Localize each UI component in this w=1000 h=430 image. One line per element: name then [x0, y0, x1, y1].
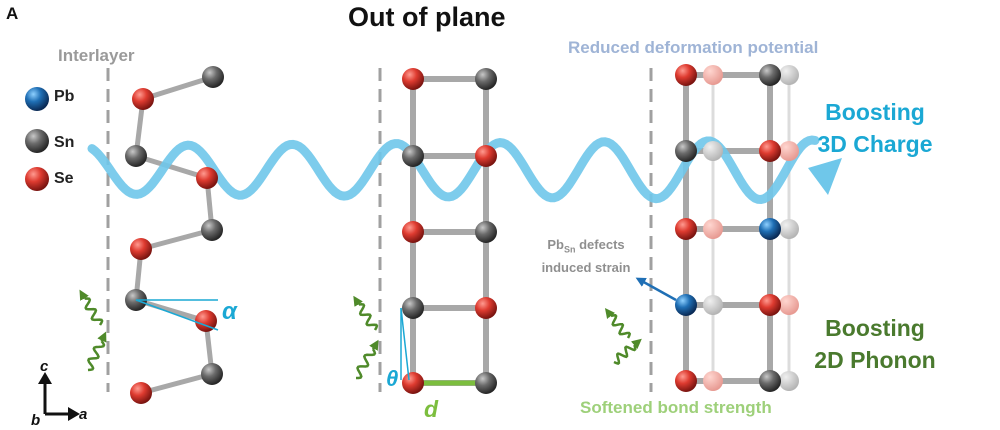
- ghost-se-atom: [703, 65, 723, 85]
- axis-a-label: a: [79, 406, 88, 423]
- phonon-arrow-2a-head: [353, 295, 363, 307]
- se-atom: [402, 221, 424, 243]
- interlayer-dashed-lines: [106, 68, 653, 392]
- bond: [138, 371, 215, 396]
- sn-atom: [475, 68, 497, 90]
- sn-atom: [201, 219, 223, 241]
- sn-atom: [759, 370, 781, 392]
- boosting-3d-line1: Boosting: [825, 99, 925, 125]
- sn-atom: [125, 145, 147, 167]
- phonon-arrow-1b-head: [97, 331, 107, 343]
- se-atom: [759, 140, 781, 162]
- annotation-layer: [38, 277, 677, 421]
- se-atom: [130, 382, 152, 404]
- phonon-arrow-2b-head: [369, 339, 379, 351]
- se-atom: [675, 370, 697, 392]
- sn-atom: [201, 363, 223, 385]
- bond: [138, 227, 215, 252]
- sn-atom: [475, 372, 497, 394]
- atom-layer: [25, 64, 799, 404]
- phonon-arrow-3a-head: [604, 308, 616, 320]
- phonon-arrow-3b-head: [630, 338, 642, 350]
- ghost-sn-atom: [703, 295, 723, 315]
- se-atom: [132, 88, 154, 110]
- axis-a-arrowhead: [68, 407, 80, 421]
- se-atom: [402, 372, 424, 394]
- defect-sub: Sn: [563, 244, 576, 255]
- boosting-3d-charge-label: Boosting 3D Charge: [790, 96, 960, 160]
- bond: [133, 153, 210, 181]
- se-atom: [475, 297, 497, 319]
- defect-line2: induced strain: [541, 259, 631, 275]
- alpha-symbol: α: [222, 298, 237, 325]
- boosting-2d-line2: 2D Phonon: [814, 347, 936, 373]
- pb-atom: [759, 218, 781, 240]
- phonon-arrow-3a: [610, 314, 632, 339]
- phonon-arrow-1a-head: [79, 289, 89, 301]
- ghost-se-atom: [779, 141, 799, 161]
- se-atom: [196, 167, 218, 189]
- pb-atom: [25, 87, 49, 111]
- ghost-sn-atom: [703, 141, 723, 161]
- phonon-arrow-1b: [87, 340, 106, 372]
- se-atom: [25, 167, 49, 191]
- defect-line1-rest: defects: [575, 237, 625, 252]
- phonon-arrow-3b: [613, 344, 637, 365]
- phonon-arrow-2a: [358, 303, 379, 331]
- legend-se-label: Se: [54, 170, 74, 187]
- boosting-2d-line1: Boosting: [825, 315, 925, 341]
- sn-atom: [475, 221, 497, 243]
- reduced-deformation-label: Reduced deformation potential: [568, 38, 819, 57]
- boosting-3d-line2: 3D Charge: [817, 131, 933, 157]
- axis-c-arrowhead: [38, 372, 52, 384]
- se-atom: [475, 145, 497, 167]
- ghost-se-atom: [703, 219, 723, 239]
- ghost-se-atom: [703, 371, 723, 391]
- interlayer-label: Interlayer: [58, 46, 135, 65]
- axis-c-label: c: [40, 358, 49, 375]
- se-atom: [675, 218, 697, 240]
- se-atom: [759, 294, 781, 316]
- se-atom: [195, 310, 217, 332]
- alpha-bond-line: [135, 299, 219, 331]
- panel-letter: A: [6, 4, 19, 23]
- phonon-arrow-2b: [356, 348, 377, 380]
- se-atom: [130, 238, 152, 260]
- pb-atom: [675, 294, 697, 316]
- ghost-sn-atom: [779, 65, 799, 85]
- sn-atom: [402, 297, 424, 319]
- legend-pb-label: Pb: [54, 88, 75, 105]
- se-atom: [675, 64, 697, 86]
- ghost-sn-atom: [779, 371, 799, 391]
- sn-atom: [25, 129, 49, 153]
- sn-atom: [759, 64, 781, 86]
- bond: [140, 74, 216, 102]
- figure-title: Out of plane: [348, 2, 506, 32]
- boosting-2d-phonon-label: Boosting 2D Phonon: [790, 312, 960, 376]
- defect-arrow: [635, 277, 677, 302]
- theta-symbol: θ: [386, 366, 399, 391]
- phonon-arrow-1a: [84, 297, 104, 326]
- charge-wave-arrowhead: [808, 158, 842, 195]
- legend-sn-label: Sn: [54, 134, 75, 151]
- sn-atom: [675, 140, 697, 162]
- ghost-sn-atom: [779, 219, 799, 239]
- se-atom: [402, 68, 424, 90]
- softened-bond-label: Softened bond strength: [580, 398, 772, 417]
- sn-atom: [402, 145, 424, 167]
- defect-main: Pb: [547, 237, 564, 252]
- ghost-se-atom: [779, 295, 799, 315]
- theta-bond-line: [400, 307, 410, 381]
- axis-b-label: b: [31, 412, 41, 429]
- sn-atom: [202, 66, 224, 88]
- d-symbol: d: [424, 396, 439, 422]
- pbsn-defect-label: PbSn defects induced strain: [520, 236, 652, 276]
